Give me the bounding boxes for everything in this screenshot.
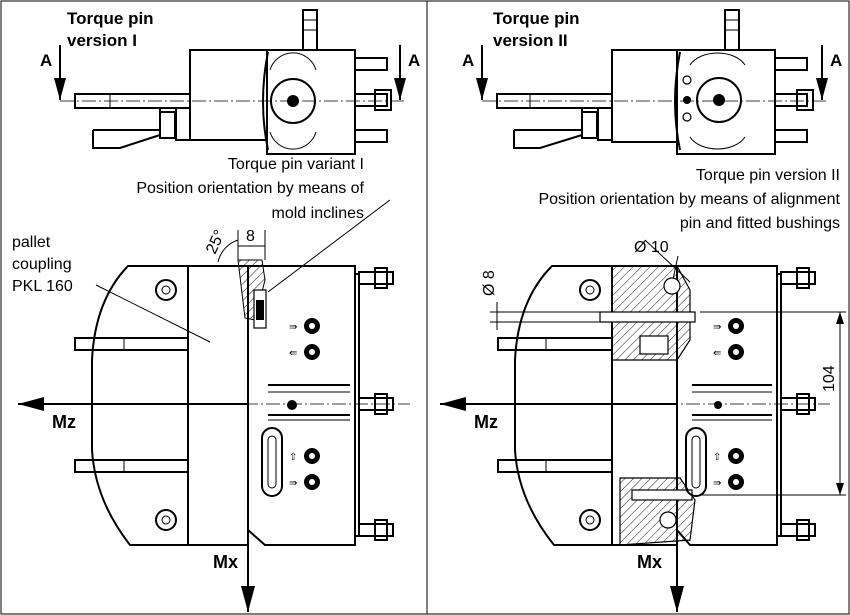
left-panel: Torque pin version I — [12, 9, 420, 612]
svg-text:⇛: ⇛ — [289, 478, 297, 489]
right-title-line2: version II — [493, 31, 568, 50]
left-axes — [18, 397, 255, 612]
left-title-line2: version I — [67, 31, 137, 50]
right-diameter-10: Ø 10 — [634, 239, 669, 256]
left-section-view: ⇛ ⇚ ⇧ ⇛ — [74, 259, 410, 546]
right-section-marker-a-right: A — [830, 51, 842, 70]
left-dimensions — [217, 230, 266, 263]
left-coupling-line2: coupling — [12, 256, 72, 273]
svg-text:⇧: ⇧ — [713, 452, 721, 463]
right-variant-caption: Torque pin version II — [696, 167, 840, 184]
right-axis-mz: Mz — [474, 412, 498, 432]
svg-text:⇛: ⇛ — [289, 322, 297, 333]
right-dim-104 — [700, 311, 846, 496]
left-leader-line — [267, 199, 391, 293]
right-dim-8 — [490, 302, 620, 330]
right-top-view — [476, 9, 828, 155]
right-orientation-line2: pin and fitted bushings — [680, 215, 840, 232]
right-section-view: ⇛ ⇚ ⇧ ⇛ — [497, 265, 830, 546]
svg-text:⇚: ⇚ — [289, 348, 297, 359]
left-variant-caption: Torque pin variant I — [228, 156, 364, 173]
right-panel: Torque pin version II — [440, 9, 846, 612]
svg-text:⇚: ⇚ — [713, 348, 721, 359]
left-title-line1: Torque pin — [67, 9, 154, 28]
left-section-marker-a-right: A — [408, 51, 420, 70]
left-orientation-line1: Position orientation by means of — [136, 180, 364, 197]
left-orientation-line2: mold inclines — [272, 205, 364, 222]
right-axes — [440, 397, 684, 612]
right-title-line1: Torque pin — [493, 9, 580, 28]
left-angle-label: 25° — [203, 228, 229, 257]
right-section-marker-a: A — [462, 51, 474, 70]
right-orientation-line1: Position orientation by means of alignme… — [538, 191, 840, 208]
left-coupling-line3: PKL 160 — [12, 278, 73, 295]
svg-text:⇛: ⇛ — [713, 478, 721, 489]
left-coupling-leader — [95, 284, 211, 343]
left-width-label: 8 — [246, 228, 255, 245]
left-section-marker-a: A — [40, 51, 52, 70]
left-axis-mz: Mz — [52, 412, 76, 432]
right-axis-mx: Mx — [637, 552, 662, 572]
left-top-view — [54, 9, 406, 155]
svg-text:⇛: ⇛ — [713, 322, 721, 333]
left-coupling-line1: pallet — [12, 234, 51, 251]
left-axis-mx: Mx — [213, 552, 238, 572]
right-height-label: 104 — [821, 365, 838, 392]
right-diameter-8: Ø 8 — [481, 270, 498, 296]
svg-text:⇧: ⇧ — [289, 452, 297, 463]
